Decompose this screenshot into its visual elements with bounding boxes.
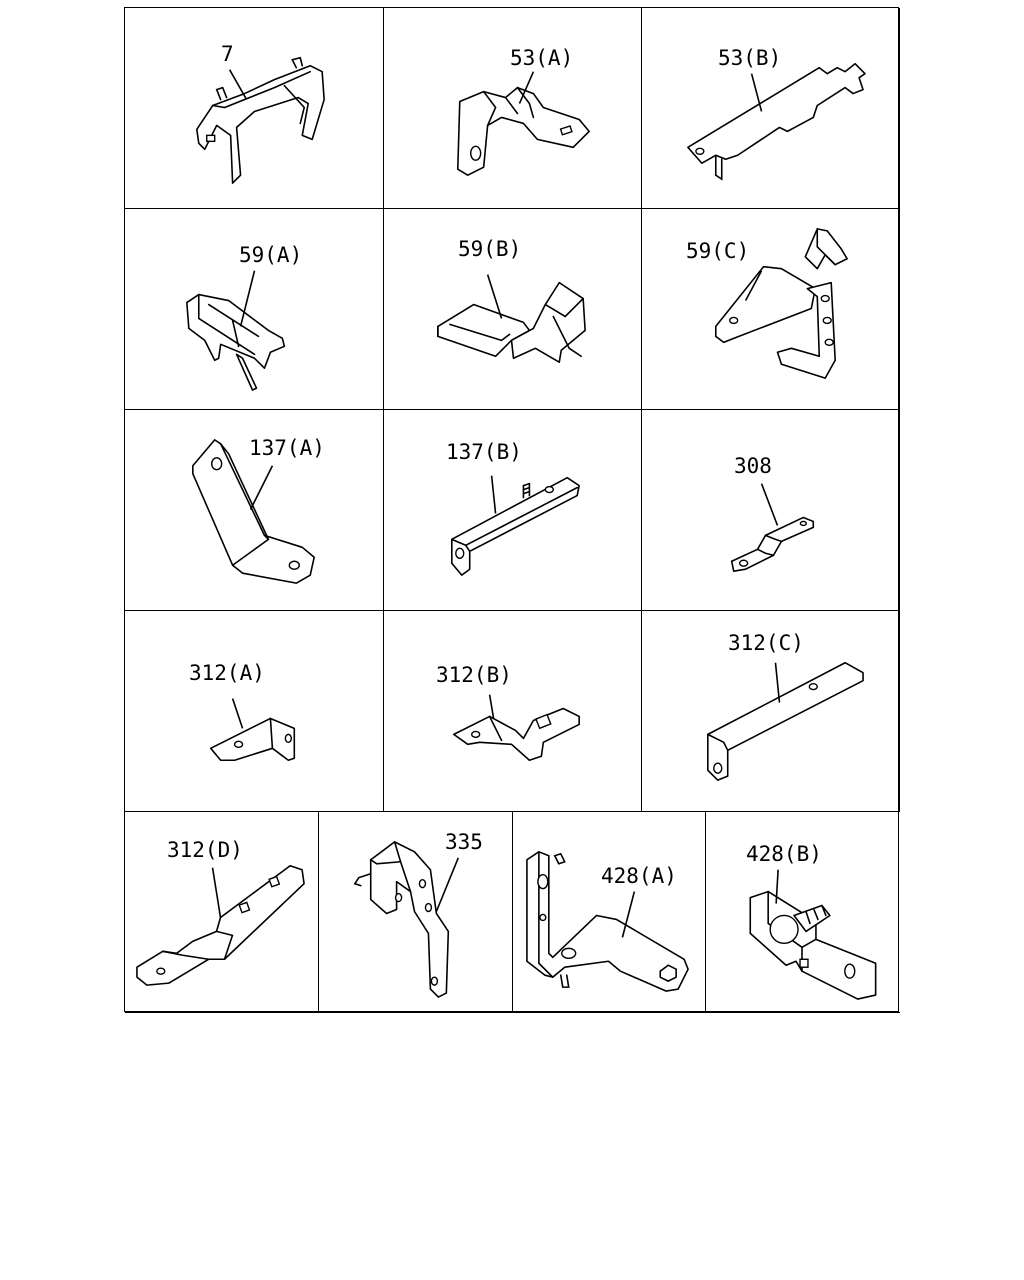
part-cell-428a: 428(A) <box>513 812 706 1013</box>
part-label-53b: 53(B) <box>718 46 782 70</box>
part-drawing-308 <box>730 483 815 572</box>
part-cell-53b: 53(B) <box>642 8 900 209</box>
part-cell-137a: 137(A) <box>125 410 384 611</box>
part-drawing-312a <box>209 698 296 762</box>
part-drawing-428a <box>526 851 689 992</box>
part-cell-335: 335 <box>319 812 513 1013</box>
part-label-7: 7 <box>221 42 234 66</box>
part-label-312b: 312(B) <box>436 663 512 687</box>
part-drawing-7 <box>195 56 325 184</box>
part-drawing-428b <box>749 869 877 1000</box>
part-drawing-59c <box>714 228 848 379</box>
part-cell-59c: 59(C) <box>642 209 900 410</box>
part-label-59c: 59(C) <box>686 239 750 263</box>
part-label-335: 335 <box>445 830 483 854</box>
part-drawing-53b <box>687 62 866 181</box>
part-drawing-312b <box>452 694 580 762</box>
part-cell-53a: 53(A) <box>384 8 642 209</box>
part-label-308: 308 <box>734 454 772 478</box>
part-label-53a: 53(A) <box>510 46 574 70</box>
part-drawing-59b <box>437 274 586 364</box>
parts-grid: 7 53(A) 53(B) 5 <box>124 7 900 1013</box>
part-cell-59a: 59(A) <box>125 209 384 410</box>
part-label-312c: 312(C) <box>728 631 804 655</box>
part-cell-308: 308 <box>642 410 900 611</box>
part-label-312a: 312(A) <box>189 661 265 685</box>
part-drawing-59a <box>186 270 286 391</box>
part-label-59b: 59(B) <box>458 237 522 261</box>
part-drawing-335 <box>353 841 460 998</box>
part-label-59a: 59(A) <box>239 243 303 267</box>
part-cell-59b: 59(B) <box>384 209 642 410</box>
part-cell-428b: 428(B) <box>706 812 900 1013</box>
part-label-428a: 428(A) <box>601 864 677 888</box>
part-label-312d: 312(D) <box>167 838 243 862</box>
part-cell-312b: 312(B) <box>384 611 642 812</box>
part-drawing-312d <box>136 864 305 986</box>
part-drawing-53a <box>456 71 590 176</box>
part-label-137b: 137(B) <box>446 440 522 464</box>
part-cell-312c: 312(C) <box>642 611 900 812</box>
part-cell-137b: 137(B) <box>384 410 642 611</box>
part-drawing-312c <box>707 661 864 781</box>
part-label-428b: 428(B) <box>746 842 822 866</box>
part-drawing-137a <box>192 439 315 584</box>
part-cell-7: 7 <box>125 8 384 209</box>
part-drawing-137b <box>451 475 580 576</box>
part-cell-312d: 312(D) <box>125 812 319 1013</box>
part-label-137a: 137(A) <box>249 436 325 460</box>
part-cell-312a: 312(A) <box>125 611 384 812</box>
